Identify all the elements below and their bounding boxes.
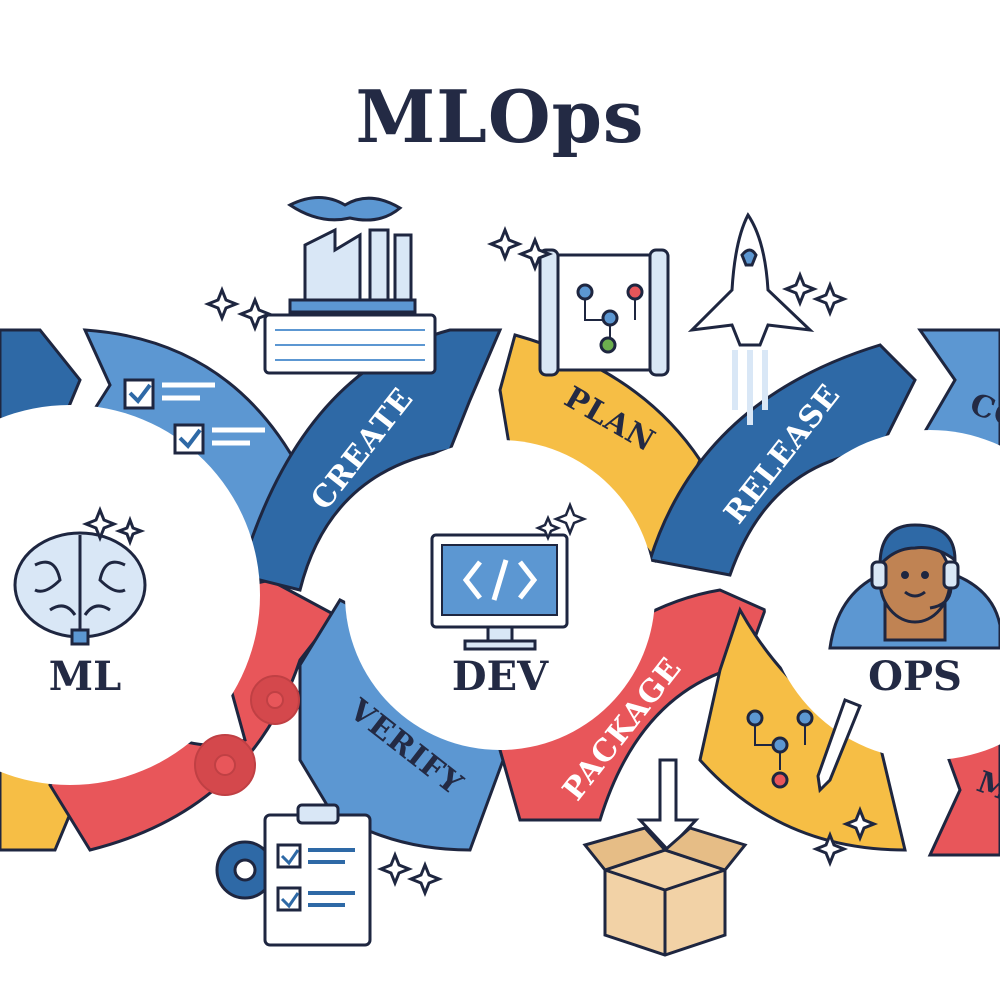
open-box-icon — [582, 758, 748, 957]
space-shuttle-icon — [687, 212, 849, 425]
operator-headset-icon — [828, 523, 1000, 650]
ops-plan-arc — [698, 606, 907, 852]
hub-label-ops: OPS — [868, 653, 962, 700]
checklist-icon — [123, 378, 265, 455]
roadmap-scroll-icon — [486, 225, 670, 377]
hub-label-ml: ML — [49, 653, 121, 700]
factory-keyboard-icon — [203, 196, 437, 375]
page-title: MLOps — [355, 74, 645, 159]
map-pencil-icon — [746, 698, 879, 868]
gears-icon — [194, 675, 300, 796]
brain-icon — [13, 505, 147, 646]
hub-label-dev: DEV — [452, 653, 549, 700]
monitor-code-icon — [430, 501, 588, 651]
clipboard-checklist-icon — [215, 803, 444, 947]
